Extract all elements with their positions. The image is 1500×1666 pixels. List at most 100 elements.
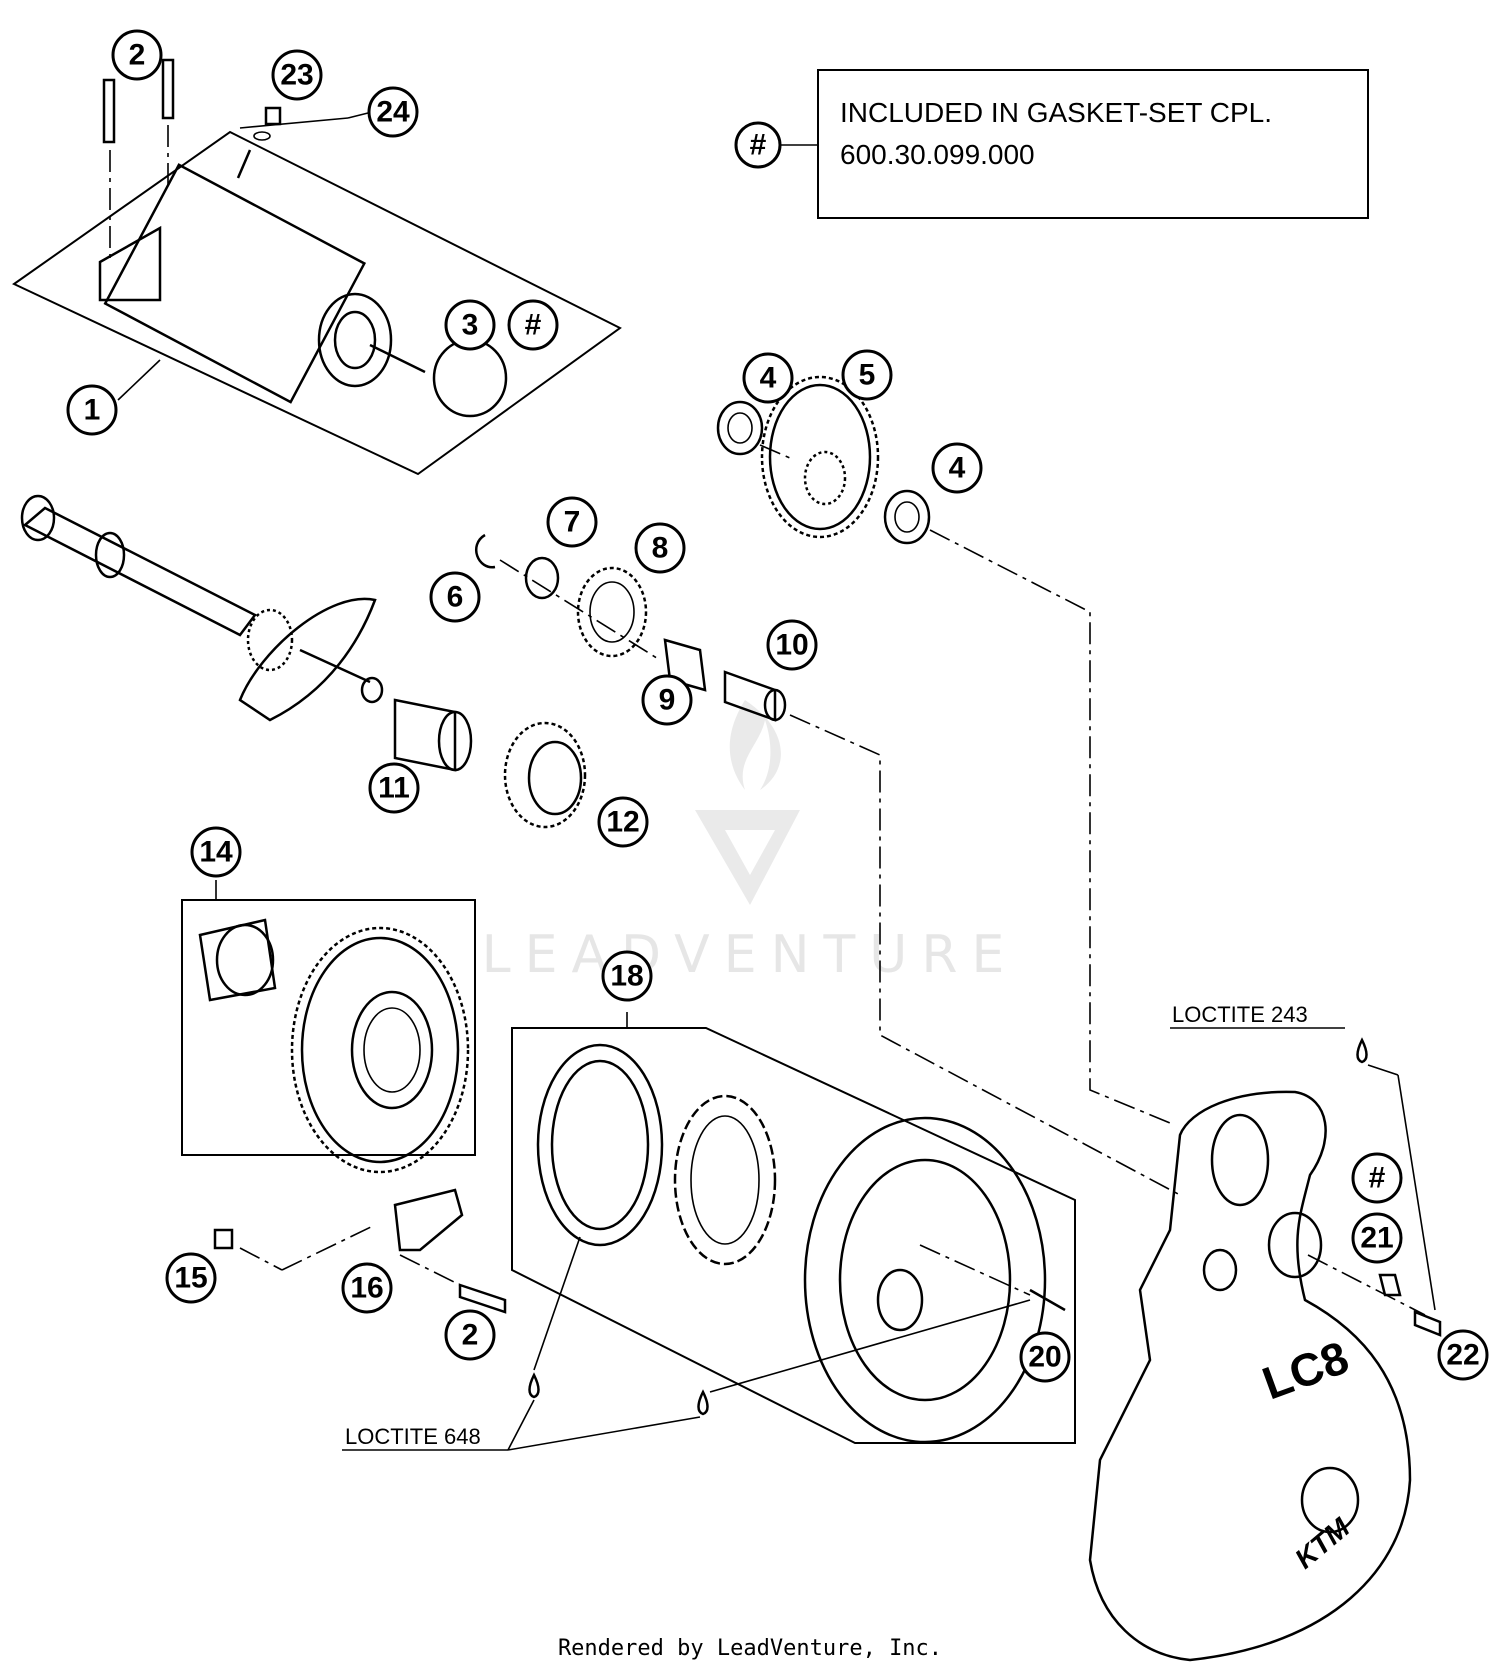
gear-train-small-parts [474, 533, 1181, 1196]
starter-motor-group [12, 58, 622, 476]
callout-c2b: 2 [444, 1309, 496, 1361]
callout-c21: 21 [1351, 1212, 1403, 1264]
callout-ring [111, 29, 163, 81]
lever-parts [213, 1188, 507, 1314]
callout-number: 8 [652, 532, 669, 565]
callout-number: 14 [199, 836, 233, 869]
callout-number: 18 [610, 960, 643, 993]
callout-c8: 8 [634, 522, 686, 574]
callout-ring [444, 299, 496, 351]
callout-c5: 5 [841, 349, 893, 401]
callout-c9: 9 [641, 674, 693, 726]
callout-c3: 3 [444, 299, 496, 351]
bearing-4-upper [716, 400, 764, 456]
callout-number: 2 [129, 39, 146, 72]
group-18-frame [511, 1027, 1076, 1444]
callout-number: 3 [462, 309, 479, 342]
callout-c3h: # [507, 299, 559, 351]
callout-ring [546, 496, 598, 548]
note-symbol: # [734, 121, 782, 169]
bearing-4-lower [883, 489, 931, 545]
callout-number: # [1369, 1162, 1386, 1195]
gear-14 [290, 926, 470, 1174]
callout-ring [429, 571, 481, 623]
flywheel-group [511, 1012, 1076, 1444]
callout-ring [341, 1262, 393, 1314]
footer-credit: Rendered by LeadVenture, Inc. [558, 1636, 942, 1661]
circlip-6 [474, 533, 496, 569]
callout-number: 10 [775, 629, 808, 662]
washer-7 [524, 556, 560, 600]
freewheel-gear-group [181, 880, 476, 1174]
callout-number: 22 [1446, 1339, 1479, 1372]
loctite-243-label: LOCTITE 243 [1172, 1002, 1308, 1027]
callout-number: 4 [949, 452, 966, 485]
callout-number: 5 [859, 359, 876, 392]
callout-c18: 18 [601, 950, 653, 1002]
callout-c21h: # [1351, 1152, 1403, 1204]
note-line-1: INCLUDED IN GASKET-SET CPL. [840, 97, 1272, 128]
callout-c14: 14 [190, 826, 242, 878]
loctite-drop-icon [697, 1389, 709, 1416]
callout-number: # [525, 309, 542, 342]
callout-ring [367, 86, 419, 138]
callout-number: 20 [1028, 1341, 1061, 1374]
intermediate-gear-group [716, 375, 1176, 1126]
callout-c12: 12 [597, 796, 649, 848]
callout-c1: 1 [66, 384, 118, 436]
callout-number: 12 [606, 806, 639, 839]
leadventure-watermark: LEADVENTURE [482, 700, 1019, 985]
starter-motor-frame [12, 130, 622, 476]
lever-16 [393, 1188, 464, 1252]
loctite-648-label: LOCTITE 648 [345, 1424, 481, 1449]
gear-12 [503, 721, 587, 829]
callout-c16: 16 [341, 1262, 393, 1314]
cover-outline [1088, 1090, 1412, 1662]
callout-number: 1 [84, 394, 101, 427]
note-box [817, 69, 1369, 219]
callout-number: 9 [659, 684, 676, 717]
oring-21 [1378, 1273, 1402, 1297]
leader-lines [117, 111, 373, 401]
callout-ring [507, 299, 559, 351]
callout-c23: 23 [271, 49, 323, 101]
callout-c2a: 2 [111, 29, 163, 81]
callout-ring [931, 442, 983, 494]
callout-ring [1351, 1212, 1403, 1264]
callout-c6: 6 [429, 571, 481, 623]
callout-ring [271, 49, 323, 101]
callout-ring [1019, 1331, 1071, 1383]
callout-ring [165, 1252, 217, 1304]
callout-ring [190, 826, 242, 878]
callout-number: 23 [280, 59, 313, 92]
callout-number: 6 [447, 581, 464, 614]
watermark-text: LEADVENTURE [482, 925, 1019, 985]
callout-ring [766, 619, 818, 671]
loctite-drop-icon [528, 1372, 540, 1399]
callout-c11: 11 [368, 762, 420, 814]
needle-bearing-11 [393, 698, 457, 772]
callout-number: 24 [376, 96, 410, 129]
callout-ring [634, 522, 686, 574]
callout-ring [597, 796, 649, 848]
screw-22 [1413, 1310, 1442, 1337]
callout-number: 21 [1360, 1222, 1393, 1255]
callout-c10: 10 [766, 619, 818, 671]
callout-ring [742, 352, 794, 404]
note-line-2: 600.30.099.000 [840, 139, 1035, 170]
gasket-set-note: INCLUDED IN GASKET-SET CPL. 600.30.099.0… [780, 69, 1369, 219]
callout-number: 11 [378, 772, 410, 805]
callout-c4a: 4 [742, 352, 794, 404]
callout-ring [444, 1309, 496, 1361]
note-symbol-text: # [750, 129, 767, 162]
callout-c7: 7 [546, 496, 598, 548]
needle-bearing-9 [663, 638, 707, 692]
callout-number: 16 [350, 1272, 383, 1305]
callout-c20: 20 [1019, 1331, 1071, 1383]
freewheel-ring [536, 1043, 664, 1247]
flame-icon [729, 700, 781, 790]
bushing-15 [213, 1228, 234, 1250]
callout-number: 15 [174, 1262, 207, 1295]
callout-number: 7 [564, 506, 581, 539]
